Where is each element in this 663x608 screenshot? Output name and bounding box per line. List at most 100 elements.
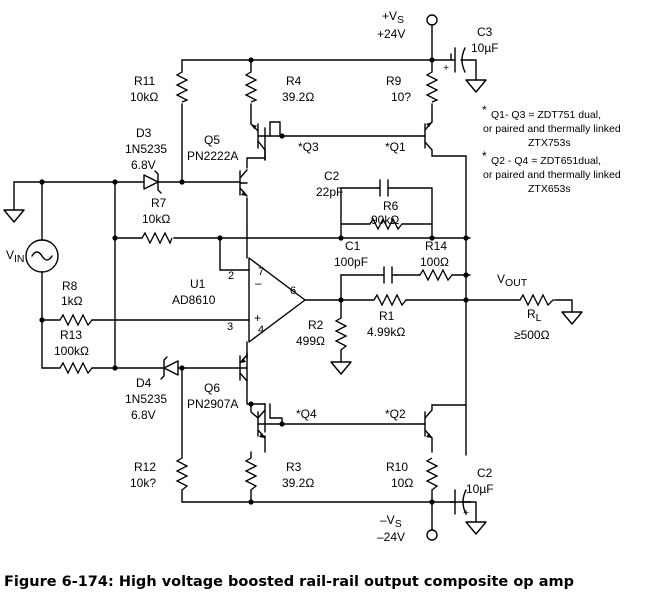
supply-terminal-neg	[426, 529, 438, 541]
q1-label: *Q1	[385, 140, 406, 154]
c1-value: 100pF	[334, 255, 368, 269]
r7-value: 10kΩ	[142, 212, 170, 226]
r12-label: R12	[134, 460, 156, 474]
vout-label: VOUT	[497, 272, 528, 289]
r13-label: R13	[60, 328, 82, 342]
u1-pin6: 6	[290, 285, 296, 297]
u1-minus: –	[255, 276, 262, 290]
ground-r2	[330, 361, 352, 375]
capacitor-c2-feedback	[377, 179, 393, 197]
transistor-q2	[418, 404, 433, 439]
r7-label: R7	[151, 196, 167, 210]
ground-rl	[561, 311, 583, 325]
r13-value: 100kΩ	[54, 344, 89, 358]
resistor-r7	[141, 231, 173, 245]
capacitor-c1	[383, 266, 397, 284]
r14-label: R14	[425, 239, 447, 253]
ground-c3	[465, 79, 487, 93]
resistor-r11	[175, 71, 189, 103]
u1-label: U1	[190, 277, 206, 291]
r3-value: 39.2Ω	[282, 476, 314, 490]
vs-neg-label: –VS	[380, 513, 402, 530]
r8-label: R8	[62, 279, 78, 293]
vs-pos-value: +24V	[377, 27, 405, 41]
note1-line2: or paired and thermally linked	[483, 123, 621, 135]
c3-label: C3	[477, 25, 493, 39]
d4-label: D4	[136, 376, 152, 390]
c3-plus: +	[443, 62, 449, 74]
ground-left	[3, 209, 25, 223]
u1-pin3: 3	[227, 321, 233, 333]
u1-pin7: 7	[258, 266, 264, 278]
c3-value: 10µF	[471, 41, 499, 55]
resistor-r12	[175, 457, 189, 491]
r11-label: R11	[134, 74, 155, 88]
r4-value: 39.2Ω	[282, 90, 314, 104]
r3-label: R3	[286, 460, 302, 474]
c1-label: C1	[345, 239, 361, 253]
q6-part: PN2907A	[187, 397, 238, 411]
note1-star: *	[482, 103, 487, 117]
r2-label: R2	[308, 318, 324, 332]
d3-part: 1N5235	[125, 142, 167, 156]
q4-label: *Q4	[296, 407, 317, 421]
resistor-r6	[369, 217, 403, 231]
d3-voltage: 6.8V	[131, 158, 156, 172]
q3-label: *Q3	[298, 140, 319, 154]
note2-line3: ZTX653s	[528, 183, 571, 195]
zener-d3	[143, 170, 164, 194]
u1-plus: +	[254, 311, 261, 325]
resistor-r1	[373, 293, 407, 307]
transistor-q1	[418, 117, 433, 157]
opamp-u1	[248, 257, 306, 343]
r10-label: R10	[386, 460, 408, 474]
figure-caption: Figure 6-174: High voltage boosted rail-…	[4, 574, 574, 590]
resistor-r14	[419, 268, 453, 282]
r6-value: 90kΩ	[371, 213, 399, 227]
r12-value: 10k?	[130, 476, 156, 490]
q5-label: Q5	[204, 133, 220, 147]
note2-star: *	[482, 149, 487, 163]
r4-label: R4	[286, 74, 302, 88]
r9-label: R9	[386, 74, 402, 88]
resistor-r4	[244, 71, 258, 103]
note1-line3: ZTX753s	[528, 137, 571, 149]
c2-feedback-label: C2	[324, 169, 340, 183]
zener-d4	[159, 356, 181, 380]
vin-source	[25, 239, 59, 273]
capacitor-c3	[450, 47, 471, 73]
q6-label: Q6	[204, 381, 220, 395]
c2-bottom-plus: +	[463, 507, 469, 519]
r6-label: R6	[383, 199, 399, 213]
resistor-r9	[425, 71, 439, 103]
resistor-r2	[334, 317, 348, 351]
vin-label: VIN	[6, 248, 25, 265]
d4-part: 1N5235	[125, 392, 167, 406]
supply-terminal-pos	[426, 14, 438, 26]
vs-pos-label: +VS	[382, 9, 404, 26]
transistor-q6	[239, 354, 248, 382]
q2-label: *Q2	[385, 407, 406, 421]
note2-line1: Q2 - Q4 = ZDT651dual,	[491, 155, 601, 167]
c2-bottom-label: C2	[477, 466, 493, 480]
vs-neg-value: –24V	[377, 530, 405, 544]
wires	[13, 24, 573, 531]
d3-label: D3	[136, 126, 152, 140]
r2-value: 499Ω	[296, 334, 325, 348]
r1-label: R1	[379, 309, 395, 323]
note1-line1: Q1- Q3 = ZDT751 dual,	[491, 109, 601, 121]
c2-bottom-value: 10µF	[466, 482, 494, 496]
resistor-r3	[244, 457, 258, 491]
r1-value: 4.99kΩ	[367, 325, 405, 339]
r11-value: 10kΩ	[130, 90, 158, 104]
transistor-q4	[250, 403, 266, 439]
rl-label: RL	[527, 307, 542, 324]
u1-pin4: 4	[258, 324, 264, 336]
q5-part: PN2222A	[187, 149, 238, 163]
note2-line2: or paired and thermally linked	[483, 169, 621, 181]
r10-value: 10Ω	[391, 476, 413, 490]
ground-c2	[465, 521, 487, 535]
resistor-r10	[425, 457, 439, 491]
